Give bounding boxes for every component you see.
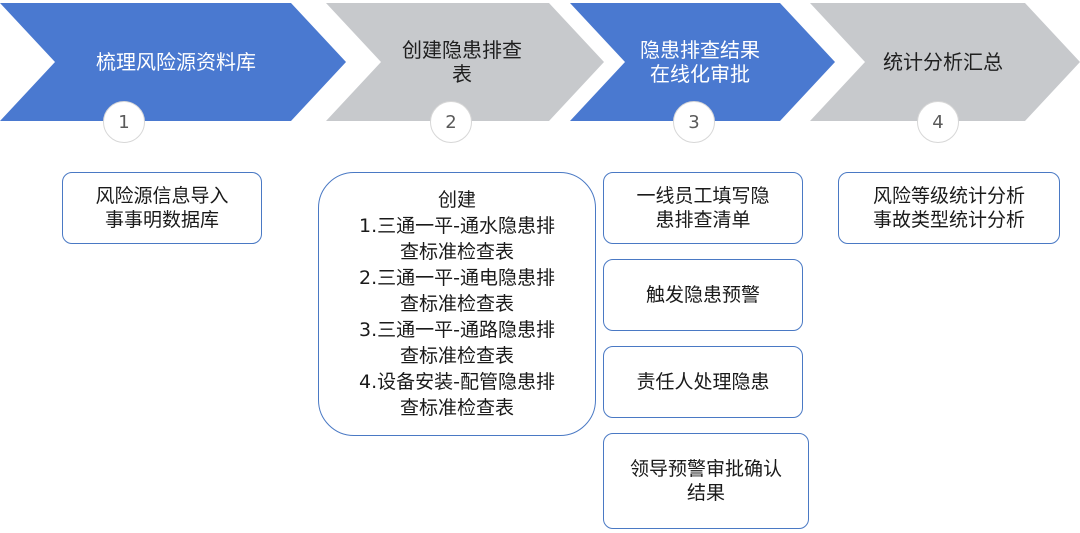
step-2-title: 创建隐患排查 表: [402, 38, 522, 86]
step-1-title: 梳理风险源资料库: [96, 50, 256, 74]
step-3-detail-box-1: 一线员工填写隐 患排查清单: [603, 172, 803, 244]
step-1-number: 1: [103, 101, 145, 143]
chevron-step-4: [810, 3, 1080, 121]
step-4-detail-box: 风险等级统计分析 事故类型统计分析: [838, 172, 1060, 244]
step-3-detail-box-3: 责任人处理隐患: [603, 346, 803, 418]
step-3-detail-box-4: 领导预警审批确认 结果: [603, 433, 809, 529]
chevron-step-2: [326, 3, 604, 121]
step-1-detail-box: 风险源信息导入 事事明数据库: [62, 172, 262, 244]
chevron-step-1: [0, 3, 346, 121]
chevron-step-3: [570, 3, 835, 121]
step-3-number: 3: [673, 101, 715, 143]
step-2-number: 2: [430, 101, 472, 143]
step-4-number: 4: [917, 101, 959, 143]
step-2-detail-box: 创建 1.三通一平-通水隐患排 查标准检查表 2.三通一平-通电隐患排 查标准检…: [318, 172, 596, 436]
step-3-detail-box-2: 触发隐患预警: [603, 259, 803, 331]
step-3-title: 隐患排查结果 在线化审批: [640, 38, 760, 86]
step-4-title: 统计分析汇总: [883, 50, 1003, 74]
